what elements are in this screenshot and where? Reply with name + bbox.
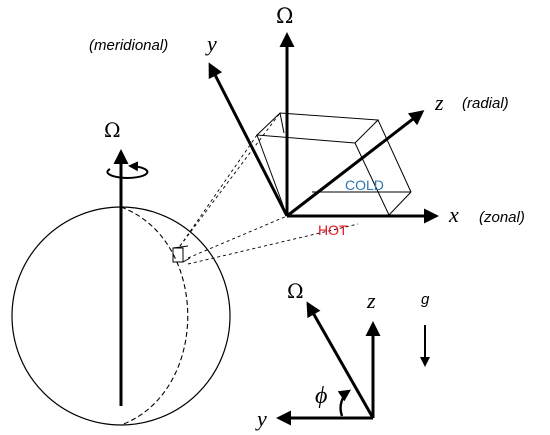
rotation-indicator-icon — [106, 161, 149, 179]
z-qualifier-label: (radial) — [462, 95, 509, 112]
frame-z-axis-label: z — [434, 90, 444, 115]
inset-omega-axis — [306, 301, 375, 419]
cold-label: COLD — [345, 177, 384, 193]
phi-angle-arc — [337, 389, 351, 417]
gravity-label: g — [421, 291, 430, 308]
local-frame-axes — [208, 32, 439, 224]
x-qualifier-label: (zonal) — [479, 209, 525, 226]
meridian-dashed — [120, 206, 189, 426]
globe: Ω — [11, 118, 231, 426]
hot-label: HOT — [318, 222, 348, 238]
inset-z-axis-label: z — [366, 288, 376, 313]
frame-x-axis-label: x — [448, 202, 459, 227]
local-patch-icon — [172, 245, 191, 263]
rotation-gravity-inset — [276, 301, 430, 426]
globe-omega-label: Ω — [104, 118, 121, 142]
frame-y-axis-label: y — [205, 31, 217, 56]
frame-omega-label: Ω — [276, 4, 293, 28]
y-qualifier-label: (meridional) — [89, 37, 168, 54]
frame-y-axis — [208, 62, 289, 217]
inset-omega-label: Ω — [287, 279, 304, 303]
phi-angle-label: ϕ — [315, 383, 327, 409]
frame-z-axis — [286, 110, 425, 218]
inset-y-axis-label: y — [255, 406, 267, 431]
